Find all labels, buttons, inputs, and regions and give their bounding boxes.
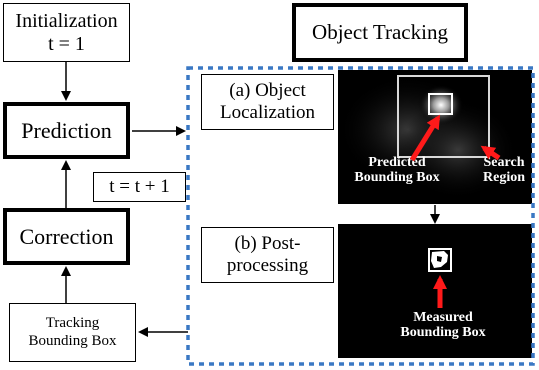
localization-line2: Localization — [220, 102, 315, 123]
tracking-bbox-line1: Tracking — [45, 315, 100, 332]
correction-label: Correction — [19, 223, 114, 249]
search-region-line1: Search — [483, 155, 525, 170]
localization-line1: (a) Object — [229, 80, 306, 102]
initialization-label: Initialization — [15, 9, 118, 32]
search-region-label: Search Region — [476, 155, 532, 186]
post-processing-image: Measured Bounding Box — [338, 224, 532, 358]
object-tracking-title: Object Tracking — [312, 20, 448, 45]
post-processing-box: (b) Post- processing — [201, 227, 334, 283]
initialization-box: Initialization t = 1 — [3, 3, 130, 62]
time-update-label: t = t + 1 — [109, 176, 170, 198]
time-update-box: t = t + 1 — [93, 172, 186, 202]
correction-box: Correction — [3, 208, 130, 265]
localization-box: (a) Object Localization — [201, 74, 334, 130]
initialization-time: t = 1 — [48, 32, 85, 55]
measured-bbox-label: Measured Bounding Box — [378, 310, 508, 341]
tracking-bbox-line2: Bounding Box — [28, 332, 117, 349]
search-region-line2: Region — [483, 170, 525, 186]
prediction-box: Prediction — [3, 102, 130, 159]
predicted-bbox-line2: Bounding Box — [354, 170, 440, 186]
measured-bbox-line2: Bounding Box — [400, 325, 486, 341]
prediction-label: Prediction — [21, 117, 112, 143]
predicted-bbox-line1: Predicted — [368, 155, 426, 170]
post-processing-line2: processing — [226, 255, 309, 276]
object-tracking-title-box: Object Tracking — [292, 3, 468, 62]
measured-bbox-line1: Measured — [413, 310, 473, 325]
tracking-bbox-box: Tracking Bounding Box — [9, 303, 136, 362]
predicted-bbox-label: Predicted Bounding Box — [338, 155, 456, 186]
post-processing-line1: (b) Post- — [234, 233, 301, 255]
localization-image: Predicted Bounding Box Search Region — [338, 70, 532, 204]
